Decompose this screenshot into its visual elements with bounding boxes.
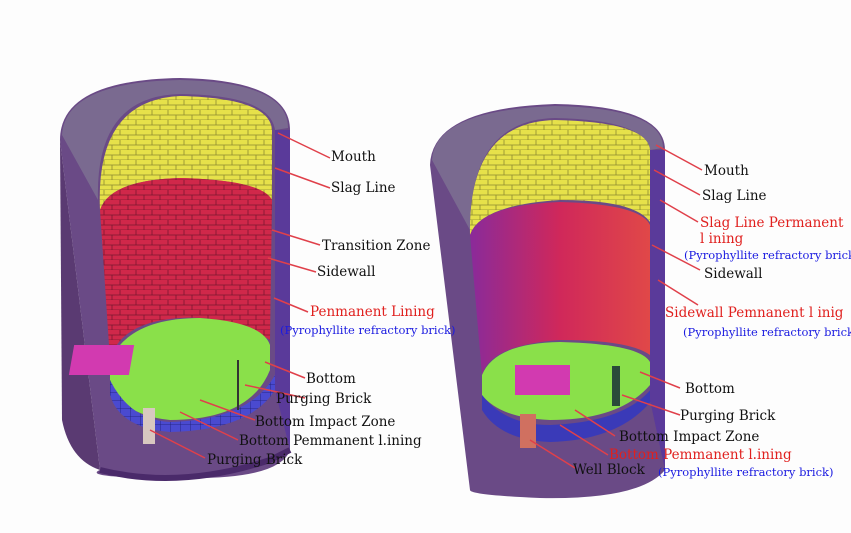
- leader-lines: [149, 132, 703, 469]
- right-label-bottom-permanent-lining: Bottom Pemmanent l.ining: [609, 447, 792, 463]
- right-label-bottom-material: (Pyrophyllite refractory brick): [658, 465, 834, 479]
- right-label-slag-line-permanent: Slag Line Permanent: [700, 215, 844, 231]
- left-label-mouth: Mouth: [331, 149, 376, 165]
- right-label-purging-brick: Purging Brick: [680, 408, 776, 424]
- left-label-bottom: Bottom: [306, 371, 356, 387]
- left-label-bottom-impact-zone: Bottom Impact Zone: [255, 414, 396, 430]
- right-label-well-block: Well Block: [573, 462, 645, 478]
- right-label-slag-line-permanent-2: l ining: [700, 231, 744, 247]
- left-label-purging-brick-2: Purging Brick: [207, 452, 303, 468]
- right-label-mouth: Mouth: [704, 163, 749, 179]
- right-label-sidewall-permanent: Sidewall Pemnanent l inig: [665, 305, 844, 321]
- right-ladle: [430, 104, 665, 499]
- left-label-sidewall: Sidewall: [317, 264, 376, 280]
- left-label-slag-line: Slag Line: [331, 180, 396, 196]
- left-ladle: [60, 78, 292, 481]
- left-label-bottom-permanent-lining: Bottom Pemmanent l.ining: [239, 433, 422, 449]
- right-label-bottom-impact-zone: Bottom Impact Zone: [619, 429, 760, 445]
- left-label-permanent-lining: Penmanent Lining: [310, 304, 435, 320]
- left-label-purging-brick-1: Purging Brick: [276, 391, 372, 407]
- right-label-sidewall: Sidewall: [704, 266, 763, 282]
- right-label-bottom: Bottom: [685, 381, 735, 397]
- right-label-sidewall-material: (Pyrophyllite refractory brick): [683, 325, 851, 339]
- right-label-slag-line-material: (Pyrophyllite refractory brick): [684, 248, 851, 262]
- left-label-permanent-lining-material: (Pyrophyllite refractory brick): [280, 323, 456, 337]
- right-label-slag-line: Slag Line: [702, 188, 767, 204]
- left-label-transition-zone: Transition Zone: [322, 238, 431, 254]
